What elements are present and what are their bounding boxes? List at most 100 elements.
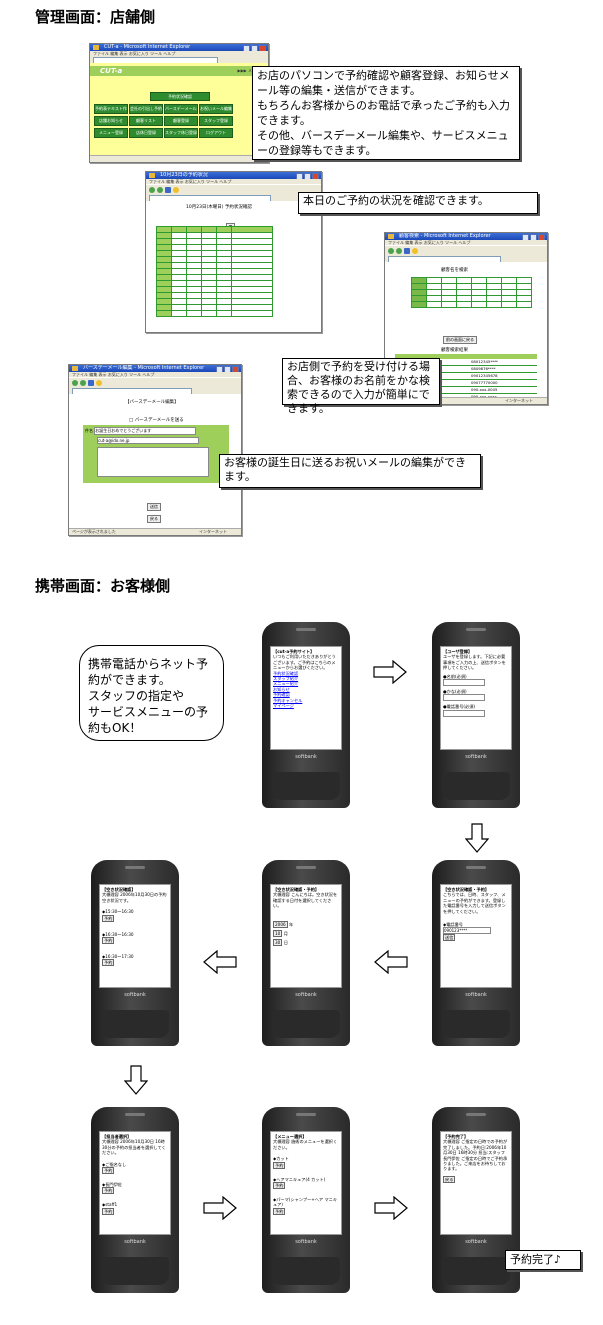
- search-back-button[interactable]: 前の画面に戻る: [443, 336, 477, 344]
- subject-input[interactable]: お誕生日おめでとうございます: [94, 427, 197, 435]
- day-select[interactable]: 30: [273, 938, 283, 946]
- schedule-window-titlebar: 10月23日の予約状況: [146, 172, 321, 179]
- address-bar[interactable]: [146, 194, 321, 201]
- phone-link[interactable]: 予約確認: [273, 692, 290, 698]
- favorites-icon[interactable]: [412, 247, 418, 254]
- name-field[interactable]: [443, 679, 485, 687]
- admin-button-4[interactable]: お祝いメール編集: [199, 104, 233, 114]
- minimize-icon[interactable]: [216, 366, 223, 372]
- admin-button-7[interactable]: 顧客登録: [164, 116, 198, 126]
- result-row[interactable]: 09077770000: [395, 380, 537, 387]
- result-row[interactable]: 0809876****: [395, 366, 537, 373]
- menu-bar[interactable]: ファイル 編集 表示 お気に入り ツール ヘルプ: [90, 51, 268, 56]
- address-bar[interactable]: [385, 255, 547, 262]
- admin-button-11[interactable]: スタッフ休日登録: [164, 128, 198, 138]
- minimize-icon[interactable]: [296, 173, 303, 179]
- favorites-icon[interactable]: [96, 379, 102, 386]
- reserve-button[interactable]: 予約: [273, 1207, 286, 1215]
- search-header: 顧客名を検索: [441, 268, 468, 273]
- close-icon[interactable]: [312, 173, 319, 179]
- address-bar[interactable]: [69, 387, 241, 394]
- send-button[interactable]: 送信: [443, 934, 456, 942]
- phone-tel-input: 【空き状況確認・予約】 こちらでは、日時、スタッフ、メニューの予約ができます。登…: [432, 860, 520, 1046]
- forward-icon[interactable]: [157, 186, 163, 193]
- phone-top-menu: 【cut-a予約サイト】 いつもご利用いただきありがとうございます。ご予約はこち…: [262, 622, 350, 808]
- send-button[interactable]: 送信: [147, 503, 161, 511]
- phone-link[interactable]: メニュー紹介: [273, 681, 299, 687]
- forward-icon[interactable]: [396, 247, 402, 254]
- logo-bar: CUT-a ▶▶▶ メニュー: [90, 66, 268, 76]
- year-select[interactable]: 2006: [273, 920, 288, 928]
- search-window-titlebar: 顧客検索 - Microsoft Internet Explorer: [385, 233, 547, 240]
- address-bar[interactable]: [90, 56, 268, 63]
- birthday-header: 【バースデーメール編集】: [125, 400, 179, 405]
- refresh-icon[interactable]: [404, 247, 410, 254]
- menu-bar[interactable]: ファイル 編集 表示 お気に入り ツール ヘルプ: [69, 372, 241, 377]
- result-row[interactable]: 09012345678: [395, 373, 537, 380]
- phone-link[interactable]: 予約状況確認: [273, 670, 299, 676]
- reserve-button[interactable]: 予約: [273, 1182, 286, 1190]
- close-icon[interactable]: [259, 45, 266, 51]
- maximize-icon[interactable]: [224, 366, 231, 372]
- menu-bar[interactable]: ファイル 編集 表示 お気に入り ツール ヘルプ: [385, 240, 547, 245]
- reserve-button[interactable]: 予約: [102, 1167, 115, 1175]
- schedule-table: [156, 226, 273, 317]
- admin-button-6[interactable]: 顧客リスト: [129, 116, 163, 126]
- reserve-button[interactable]: 予約: [102, 1207, 115, 1215]
- admin-button-12[interactable]: ログアウト: [199, 128, 233, 138]
- logo: CUT-a: [100, 67, 123, 75]
- arrow-down-icon: [465, 823, 489, 853]
- maximize-icon[interactable]: [530, 234, 537, 240]
- back-icon[interactable]: [72, 379, 78, 386]
- admin-button-3[interactable]: バースデーメール編集: [164, 104, 198, 114]
- minimize-icon[interactable]: [243, 45, 250, 51]
- phone-link[interactable]: マイページ: [273, 703, 294, 709]
- toolbar[interactable]: [146, 184, 321, 194]
- reserve-button[interactable]: 予約: [102, 1187, 115, 1195]
- kana-field[interactable]: [443, 694, 485, 702]
- menu-link[interactable]: ▶▶▶ メニュー: [237, 68, 265, 73]
- from-input[interactable]: cut-a@ido.ne.jp: [97, 437, 199, 444]
- menu-bar[interactable]: ファイル 編集 表示 お気に入り ツール ヘルプ: [146, 179, 321, 184]
- phone-screen: 【空き状況確認・予約】 こちらでは、日時、スタッフ、メニューの予約ができます。登…: [440, 884, 512, 988]
- toolbar[interactable]: [385, 245, 547, 255]
- close-icon[interactable]: [538, 234, 545, 240]
- reserve-button[interactable]: 予約: [273, 1161, 286, 1169]
- favorites-icon[interactable]: [173, 186, 179, 193]
- birthday-back-button[interactable]: 戻る: [147, 515, 161, 523]
- admin-button-10[interactable]: 店休日登録: [129, 128, 163, 138]
- refresh-icon[interactable]: [165, 186, 171, 193]
- reserve-button[interactable]: 予約: [102, 937, 115, 945]
- reserve-button[interactable]: 予約: [102, 959, 115, 967]
- admin-button-9[interactable]: メニュー登録: [94, 128, 128, 138]
- arrow-right-icon: [203, 1196, 237, 1220]
- reserve-button[interactable]: 予約: [102, 914, 115, 922]
- close-icon[interactable]: [232, 366, 239, 372]
- admin-button-2[interactable]: 会社の引出し予約: [129, 104, 163, 114]
- birthday-checkbox[interactable]: □ バースデーメールを送る: [129, 418, 184, 423]
- maximize-icon[interactable]: [304, 173, 311, 179]
- forward-icon[interactable]: [80, 379, 86, 386]
- minimize-icon[interactable]: [522, 234, 529, 240]
- phone-link[interactable]: スタッフ紹介: [273, 676, 299, 682]
- maximize-icon[interactable]: [251, 45, 258, 51]
- result-row[interactable]: 08012345****: [395, 359, 537, 366]
- kana-grid[interactable]: [411, 277, 532, 308]
- back-icon[interactable]: [149, 186, 155, 193]
- admin-button-8[interactable]: スタッフ登録: [199, 116, 233, 126]
- body-textarea[interactable]: [97, 447, 209, 477]
- admin-button-1[interactable]: 予約表テキスト作成: [94, 104, 128, 114]
- admin-button-5[interactable]: 店舗お知らせ: [94, 116, 128, 126]
- ie-icon: [149, 173, 155, 178]
- refresh-icon[interactable]: [88, 379, 94, 386]
- back-button[interactable]: 戻る: [443, 1175, 456, 1183]
- schedule-heading-button[interactable]: 予約状況確認: [150, 92, 210, 101]
- back-icon[interactable]: [388, 247, 394, 254]
- toolbar[interactable]: [69, 377, 241, 387]
- tel-field[interactable]: [443, 709, 485, 717]
- phone-link[interactable]: 予約キャンセル: [273, 697, 303, 703]
- phone-link[interactable]: お知らせ: [273, 686, 290, 692]
- result-row[interactable]: 090-xxx-0045: [395, 387, 537, 394]
- month-select[interactable]: 10: [273, 929, 283, 937]
- tel-input[interactable]: 090123****: [443, 927, 491, 935]
